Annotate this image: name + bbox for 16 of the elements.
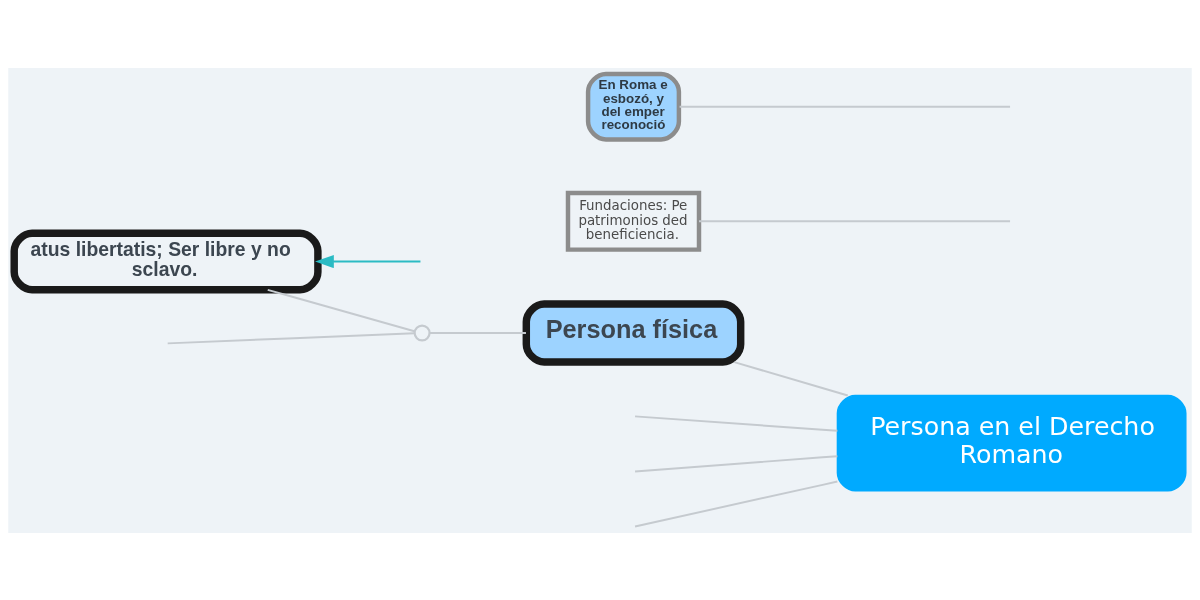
- connector: [166, 331, 416, 344]
- connector: [266, 288, 416, 332]
- connector: [634, 414, 839, 432]
- node-box: Persona en el Derecho Romano: [836, 394, 1187, 492]
- connector: [634, 480, 839, 527]
- node-box: En Roma e esbozó, y del emper reconoció: [585, 71, 682, 142]
- connector: [678, 105, 1011, 108]
- connector: [428, 331, 527, 334]
- node-circle: [413, 323, 431, 342]
- connector: [634, 454, 839, 472]
- node-box: atus libertatis; Ser libre y no sclavo.: [10, 229, 322, 294]
- node-box: Persona física: [522, 299, 745, 366]
- connector: [733, 360, 849, 396]
- node-box: Fundaciones: Pe patrimonios ded beneficiencia.: [565, 190, 702, 252]
- connector: [698, 219, 1011, 222]
- arrow: [315, 254, 422, 268]
